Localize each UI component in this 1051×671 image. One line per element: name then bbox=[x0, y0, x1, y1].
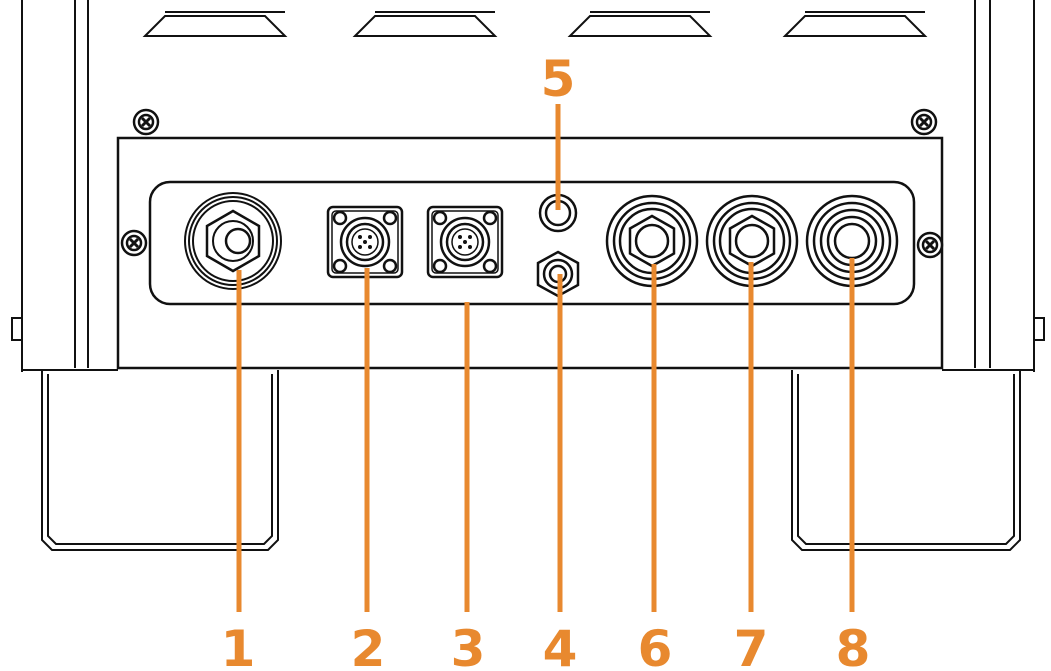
mounting-plate bbox=[116, 136, 944, 370]
enclosure-frame bbox=[11, 0, 1045, 372]
callout-label-8: 8 bbox=[836, 620, 871, 671]
callout-label-1: 1 bbox=[221, 620, 256, 671]
screw-icon bbox=[132, 108, 160, 136]
vent-slots bbox=[142, 11, 928, 37]
screw-icon bbox=[120, 229, 148, 257]
vent-slot bbox=[352, 15, 498, 37]
support-feet bbox=[41, 370, 1021, 551]
square-flange-connector bbox=[426, 205, 504, 279]
screw-icon bbox=[910, 108, 938, 136]
callout-label-6: 6 bbox=[638, 620, 673, 671]
square-flange-connector bbox=[326, 205, 404, 279]
large-panel-connector bbox=[184, 192, 282, 290]
leader-lines bbox=[236, 104, 855, 612]
callout-label-3: 3 bbox=[451, 620, 486, 671]
inner-panel bbox=[148, 180, 916, 306]
callout-label-5: 5 bbox=[541, 50, 576, 108]
vent-slot bbox=[142, 15, 288, 37]
right-foot bbox=[791, 370, 1021, 551]
callout-label-4: 4 bbox=[543, 620, 578, 671]
callout-labels: 1 2 3 4 5 6 7 8 bbox=[221, 50, 871, 671]
vent-slot bbox=[567, 15, 713, 37]
vent-slot bbox=[782, 15, 928, 37]
left-foot bbox=[41, 370, 279, 551]
panel-screws bbox=[120, 108, 944, 259]
callout-label-7: 7 bbox=[734, 620, 769, 671]
callout-label-2: 2 bbox=[351, 620, 386, 671]
screw-icon bbox=[916, 231, 944, 259]
